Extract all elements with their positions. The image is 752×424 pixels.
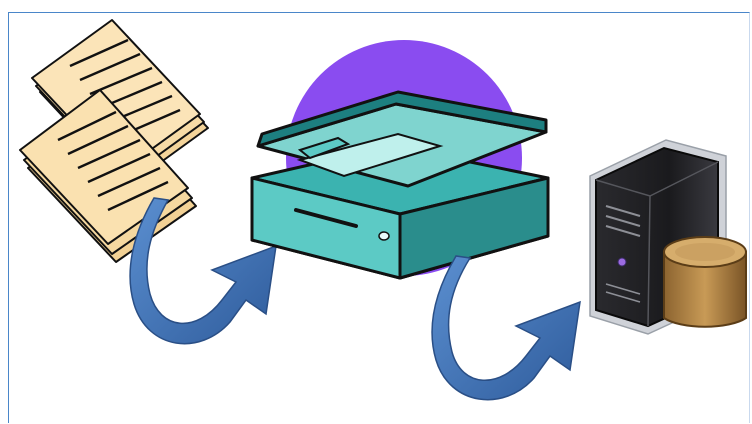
flatbed-scanner-icon [252,40,548,278]
curved-arrow-icon [432,256,580,400]
paper-documents-icon [20,20,208,262]
database-cylinder-icon [664,237,746,327]
